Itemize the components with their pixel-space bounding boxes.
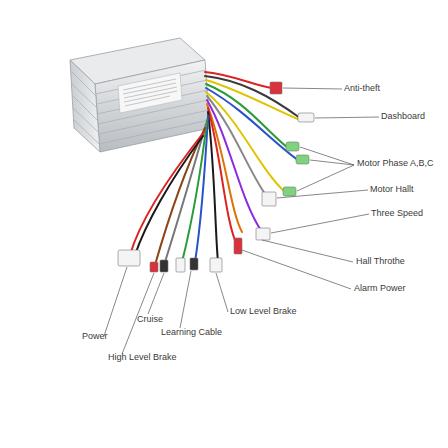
connector-plugs	[118, 82, 314, 272]
part-label: Motor Hallt	[370, 184, 414, 195]
part-label: Alarm Power	[354, 283, 406, 294]
controller-box	[70, 38, 210, 152]
part-label: Anti-theft	[344, 83, 380, 94]
part-label: Low Level Brake	[230, 306, 297, 317]
part-label: Hall Throthe	[356, 256, 405, 267]
part-label: Cruise	[137, 314, 163, 325]
leader-lines	[104, 88, 379, 354]
part-label: Motor Phase A,B,C	[357, 158, 434, 169]
part-label: Dashboard	[381, 111, 425, 122]
wire-bundle	[130, 72, 300, 265]
part-label: High Level Brake	[108, 352, 177, 363]
part-label: Three Speed	[371, 208, 423, 219]
part-label: Power	[82, 331, 108, 342]
part-label: Learning Cable	[161, 327, 222, 338]
